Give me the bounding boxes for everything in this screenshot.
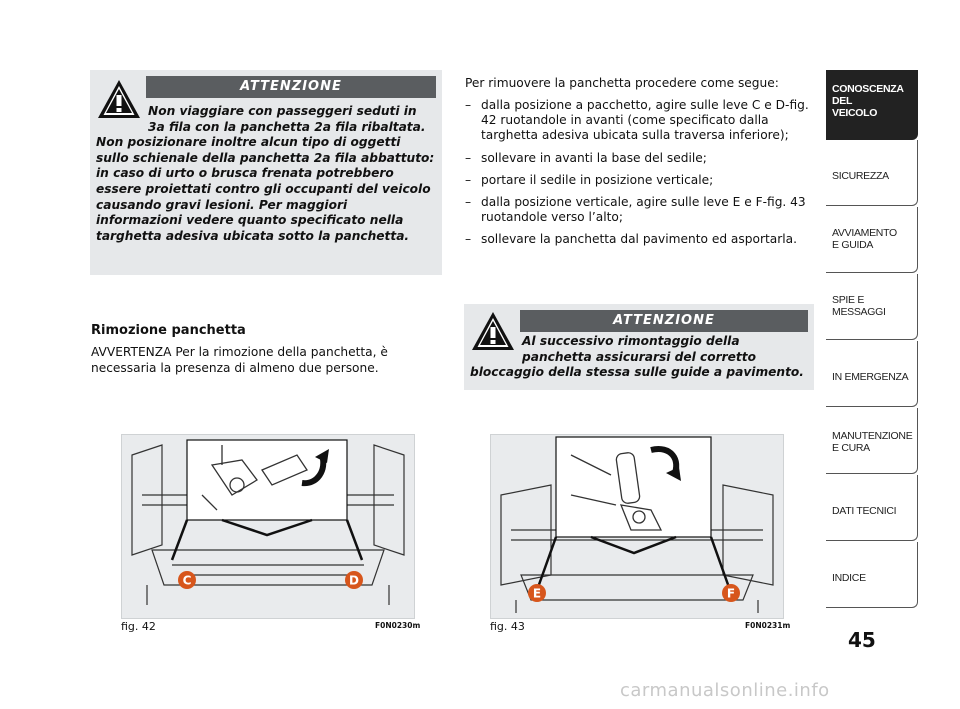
- page-number: 45: [848, 628, 876, 652]
- list-item: –dalla posizione verticale, agire sulle …: [465, 195, 806, 225]
- warning-text: Al successivo rimontaggio della panchett…: [470, 334, 804, 380]
- warning-text: Non viaggiare con passeggeri seduti in 3…: [96, 104, 435, 243]
- warning-triangle-icon: [96, 78, 142, 124]
- figure-label: fig. 42: [121, 620, 156, 633]
- procedure-steps: –dalla posizione a pacchetto, agire sull…: [465, 98, 815, 255]
- warning-box-left: ATTENZIONE Non viaggiare con passeggeri …: [90, 70, 442, 275]
- marker-d: D: [349, 574, 359, 588]
- tab-in-emergenza[interactable]: IN EMERGENZA: [826, 341, 918, 407]
- warning-header: ATTENZIONE: [146, 76, 436, 98]
- procedure-intro: Per rimuovere la panchetta procedere com…: [465, 76, 779, 90]
- section-note: AVVERTENZA Per la rimozione della panche…: [91, 345, 388, 375]
- tab-sicurezza[interactable]: SICUREZZA: [826, 140, 918, 206]
- figure-code: F0N0231m: [745, 621, 791, 630]
- list-item: –portare il sedile in posizione vertical…: [465, 172, 714, 187]
- watermark: carmanualsonline.info: [620, 680, 830, 701]
- seat-illustration-fig42: C D: [131, 439, 405, 605]
- warning-triangle-icon: [470, 310, 516, 356]
- list-item: –sollevare la panchetta dal pavimento ed…: [465, 232, 797, 247]
- list-item: –sollevare in avanti la base del sedile;: [465, 150, 707, 165]
- tab-dati-tecnici[interactable]: DATI TECNICI: [826, 475, 918, 541]
- figure-43: E F: [490, 434, 784, 619]
- seat-illustration-fig43: E F: [500, 436, 774, 613]
- marker-c: C: [183, 574, 192, 588]
- figure-label: fig. 43: [490, 620, 525, 633]
- list-item: –dalla posizione a pacchetto, agire sull…: [465, 98, 809, 143]
- marker-e: E: [533, 587, 541, 601]
- marker-f: F: [727, 587, 735, 601]
- warning-box-right: ATTENZIONE Al successivo rimontaggio del…: [464, 304, 814, 390]
- tab-indice[interactable]: INDICE: [826, 542, 918, 608]
- figure-42: C D: [121, 434, 415, 619]
- figure-code: F0N0230m: [375, 621, 421, 630]
- section-heading: Rimozione panchetta: [91, 323, 246, 338]
- warning-header: ATTENZIONE: [520, 310, 808, 332]
